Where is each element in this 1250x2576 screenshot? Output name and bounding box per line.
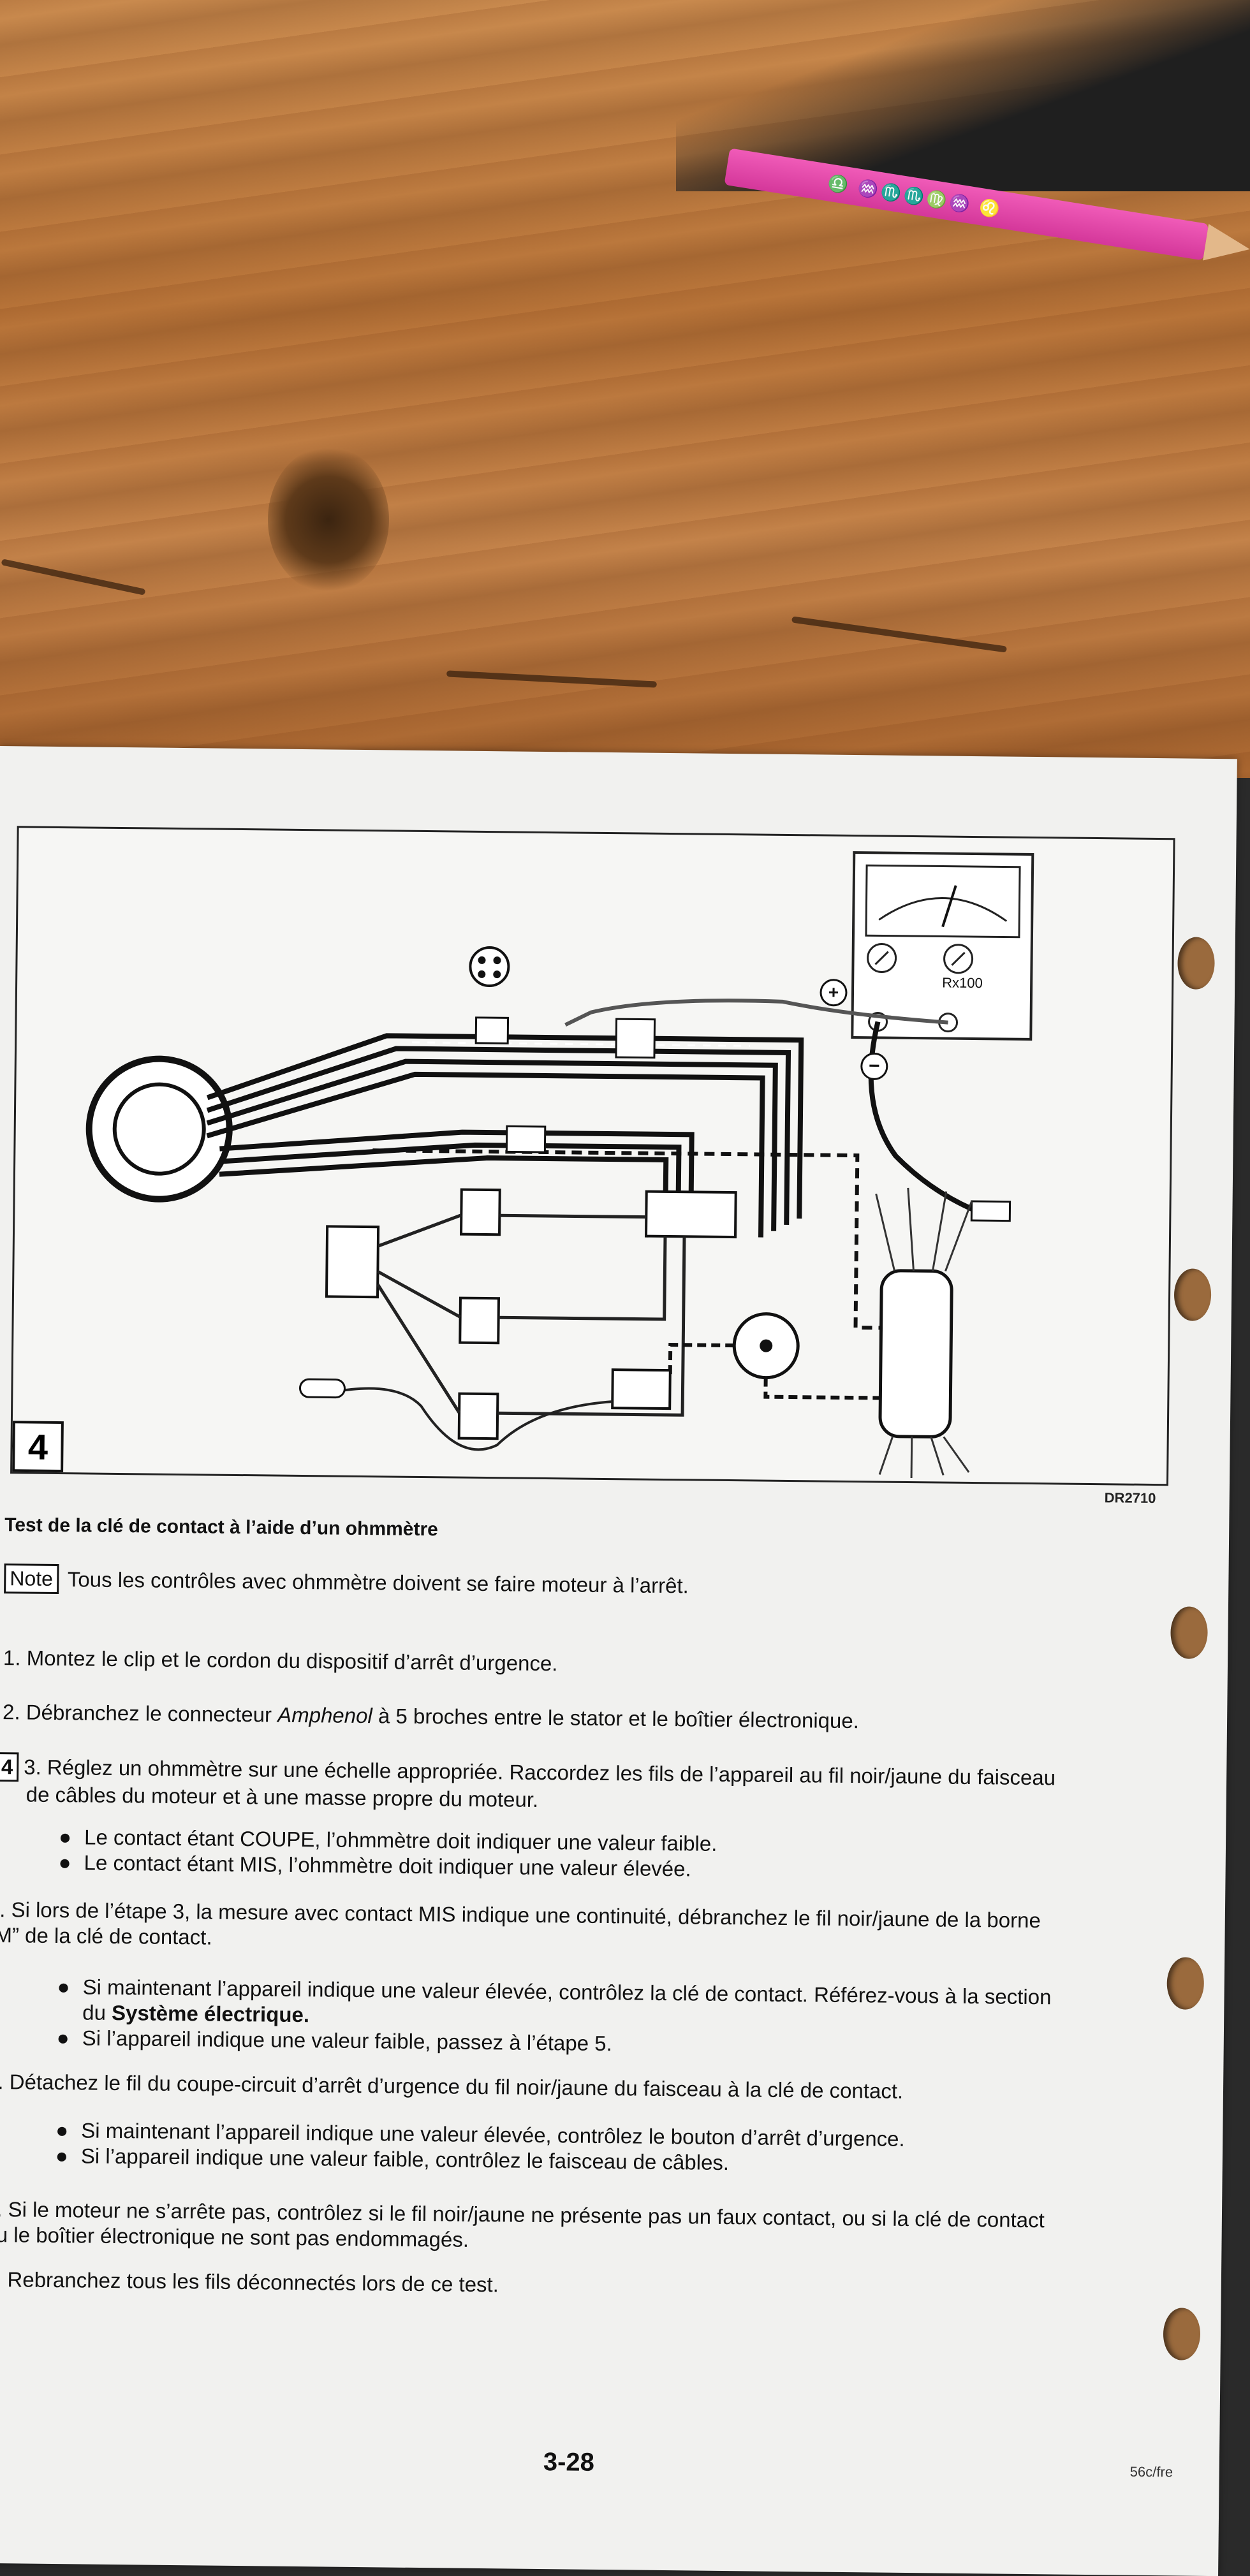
page-number: 3-28 — [543, 2448, 595, 2477]
step-7: 7. Rebranchez tous les fils déconnectés … — [0, 2267, 499, 2297]
step-6-line-2: ou le boîtier électronique ne sont pas e… — [0, 2222, 469, 2251]
pencil-tip — [1203, 224, 1250, 268]
section-title: Test de la clé de contact à l’aide d’un … — [4, 1514, 438, 1540]
step-3-line-2: de câbles du moteur et à une masse propr… — [26, 1782, 539, 1811]
negative-symbol: − — [869, 1055, 880, 1076]
wood-crack — [1, 559, 146, 596]
wiring-diagram: Rx100 + − — [85, 851, 1034, 1479]
wood-crack — [791, 616, 1008, 653]
binder-hole — [1166, 1957, 1205, 2010]
ohmmeter — [851, 851, 1034, 1041]
positive-symbol: + — [828, 983, 839, 1002]
binder-hole — [1170, 1606, 1208, 1659]
binder-hole — [1173, 1268, 1212, 1321]
positive-lead — [564, 999, 948, 1027]
step-4: 4. Si lors de l’étape 3, la mesure avec … — [0, 1897, 1161, 1960]
step-2-suffix: à 5 broches entre le stator et le boîtie… — [372, 1704, 860, 1733]
figure-reference-marker: 4 — [0, 1752, 19, 1782]
five-pin-plug — [469, 946, 510, 988]
note: Note Tous les contrôles avec ohmmètre do… — [4, 1563, 689, 1600]
note-label: Note — [4, 1563, 59, 1595]
step-2-connector-name: Amphenol — [277, 1702, 373, 1728]
wiring-figure: Rx100 + − — [10, 826, 1175, 1486]
step-1: 1. Montez le clip et le cordon du dispos… — [3, 1646, 558, 1676]
lanyard-cord — [332, 1387, 613, 1451]
ignition-coils — [325, 1188, 501, 1440]
step-4-bullets: ●Si maintenant l’appareil indique une va… — [57, 1974, 1052, 2061]
section-reference: Système électrique. — [111, 2000, 310, 2027]
note-text: Tous les contrôles avec ohmmètre doivent… — [67, 1567, 689, 1597]
document-code: 56c/fre — [1129, 2463, 1173, 2480]
step-2: 2. Débranchez le connecteur Amphenol à 5… — [3, 1699, 1176, 1737]
meter-scale-label: Rx100 — [942, 974, 983, 991]
connector — [615, 1018, 656, 1059]
step-5-bullets: ●Si maintenant l’appareil indique une va… — [55, 2118, 905, 2177]
connector — [474, 1016, 510, 1044]
wood-crack — [446, 670, 658, 688]
lanyard-clip — [298, 1378, 346, 1399]
wooden-table: ♎ ♒♏♏♍♒ ♌ — [0, 0, 1250, 778]
wire-harness — [206, 1033, 804, 1238]
ground-clip — [970, 1200, 1011, 1222]
step-2-prefix: 2. Débranchez le connecteur — [2, 1700, 278, 1727]
step-3-bullets: ●Le contact étant COUPE, l’ohmmètre doit… — [58, 1824, 717, 1882]
manual-page: Rx100 + − — [0, 746, 1237, 2576]
step-4-line-2: “M” de la clé de contact. — [0, 1922, 212, 1949]
emergency-stop-button — [611, 1368, 672, 1410]
binder-hole — [1177, 937, 1215, 990]
figure-code: DR2710 — [1104, 1489, 1156, 1507]
main-harness-plug — [878, 1269, 953, 1438]
wood-knot — [268, 446, 389, 593]
step-6: 6. Si le moteur ne s’arrête pas, contrôl… — [0, 2197, 1158, 2260]
binder-hole — [1163, 2308, 1201, 2360]
step-5: 5. Détachez le fil du coupe-circuit d’ar… — [0, 2069, 904, 2103]
amphenol-connector — [505, 1125, 547, 1153]
electronic-box — [644, 1190, 737, 1239]
negative-lead — [868, 1021, 985, 1217]
figure-number: 4 — [12, 1421, 64, 1473]
black-yellow-wire — [372, 1148, 894, 1330]
